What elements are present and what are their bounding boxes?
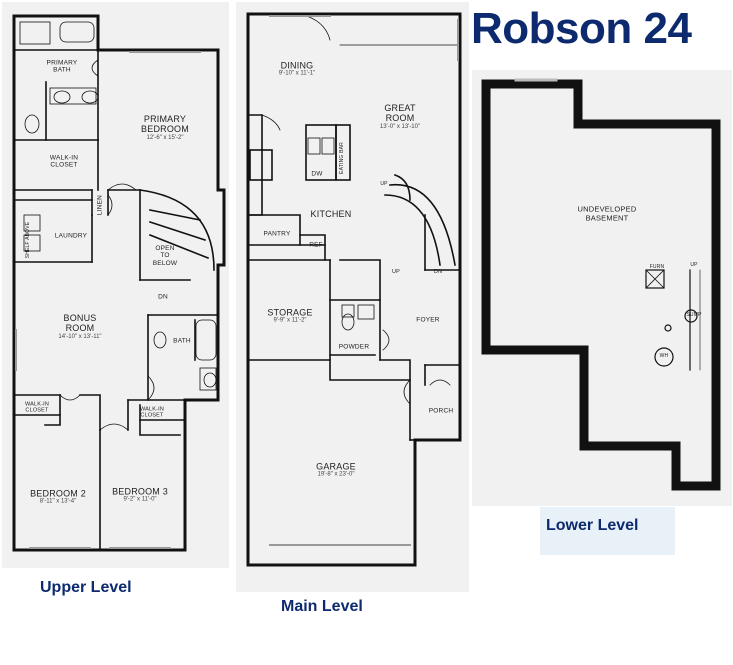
appliance-ref: REF <box>309 241 323 249</box>
water-heater: WH <box>659 353 669 360</box>
lower-level-label-box <box>540 507 675 555</box>
room-laundry: LAUNDRY <box>54 232 88 240</box>
upper-level-label: Upper Level <box>40 579 132 596</box>
room-primary-bath: PRIMARY BATH <box>46 59 78 74</box>
room-kitchen: KITCHEN <box>310 208 352 219</box>
stair-dn-upper: DN <box>158 293 168 301</box>
room-undeveloped-basement: UNDEVELOPED BASEMENT <box>577 204 637 222</box>
lower-level-label: Lower Level <box>546 517 639 534</box>
appliance-dw: DW <box>311 170 323 178</box>
main-level-label: Main Level <box>281 598 363 615</box>
eating-bar: EATING BAR <box>339 142 346 174</box>
stair-up-main: UP <box>380 181 388 188</box>
room-open-to-below: OPEN TO BELOW <box>152 244 178 267</box>
furnace: FURN <box>649 264 665 271</box>
room-foyer: FOYER <box>416 316 440 324</box>
room-walkin-closet-2: WALK-IN CLOSET <box>24 401 50 414</box>
stair-up-lower: UP <box>690 262 698 269</box>
plan-title: Robson 24 <box>471 4 692 53</box>
stair-dn-main: DN <box>433 268 443 275</box>
main-level-pane <box>236 2 469 592</box>
upper-level-walls <box>12 14 226 552</box>
room-bath: BATH <box>173 337 191 345</box>
sump-pit: SUMP <box>686 312 702 319</box>
upper-level-pane <box>2 2 229 568</box>
lower-level-pane <box>472 70 732 506</box>
room-powder: POWDER <box>338 343 370 351</box>
stair-up-main-2: UP <box>391 268 401 275</box>
room-porch: PORCH <box>428 407 454 415</box>
room-walkin-closet: WALK-IN CLOSET <box>49 154 79 169</box>
room-shelf-above: SHELF ABOVE <box>25 221 32 259</box>
room-linen: LINEN <box>96 194 104 216</box>
room-pantry: PANTRY <box>263 230 291 238</box>
room-walkin-closet-3: WALK-IN CLOSET <box>139 406 165 419</box>
